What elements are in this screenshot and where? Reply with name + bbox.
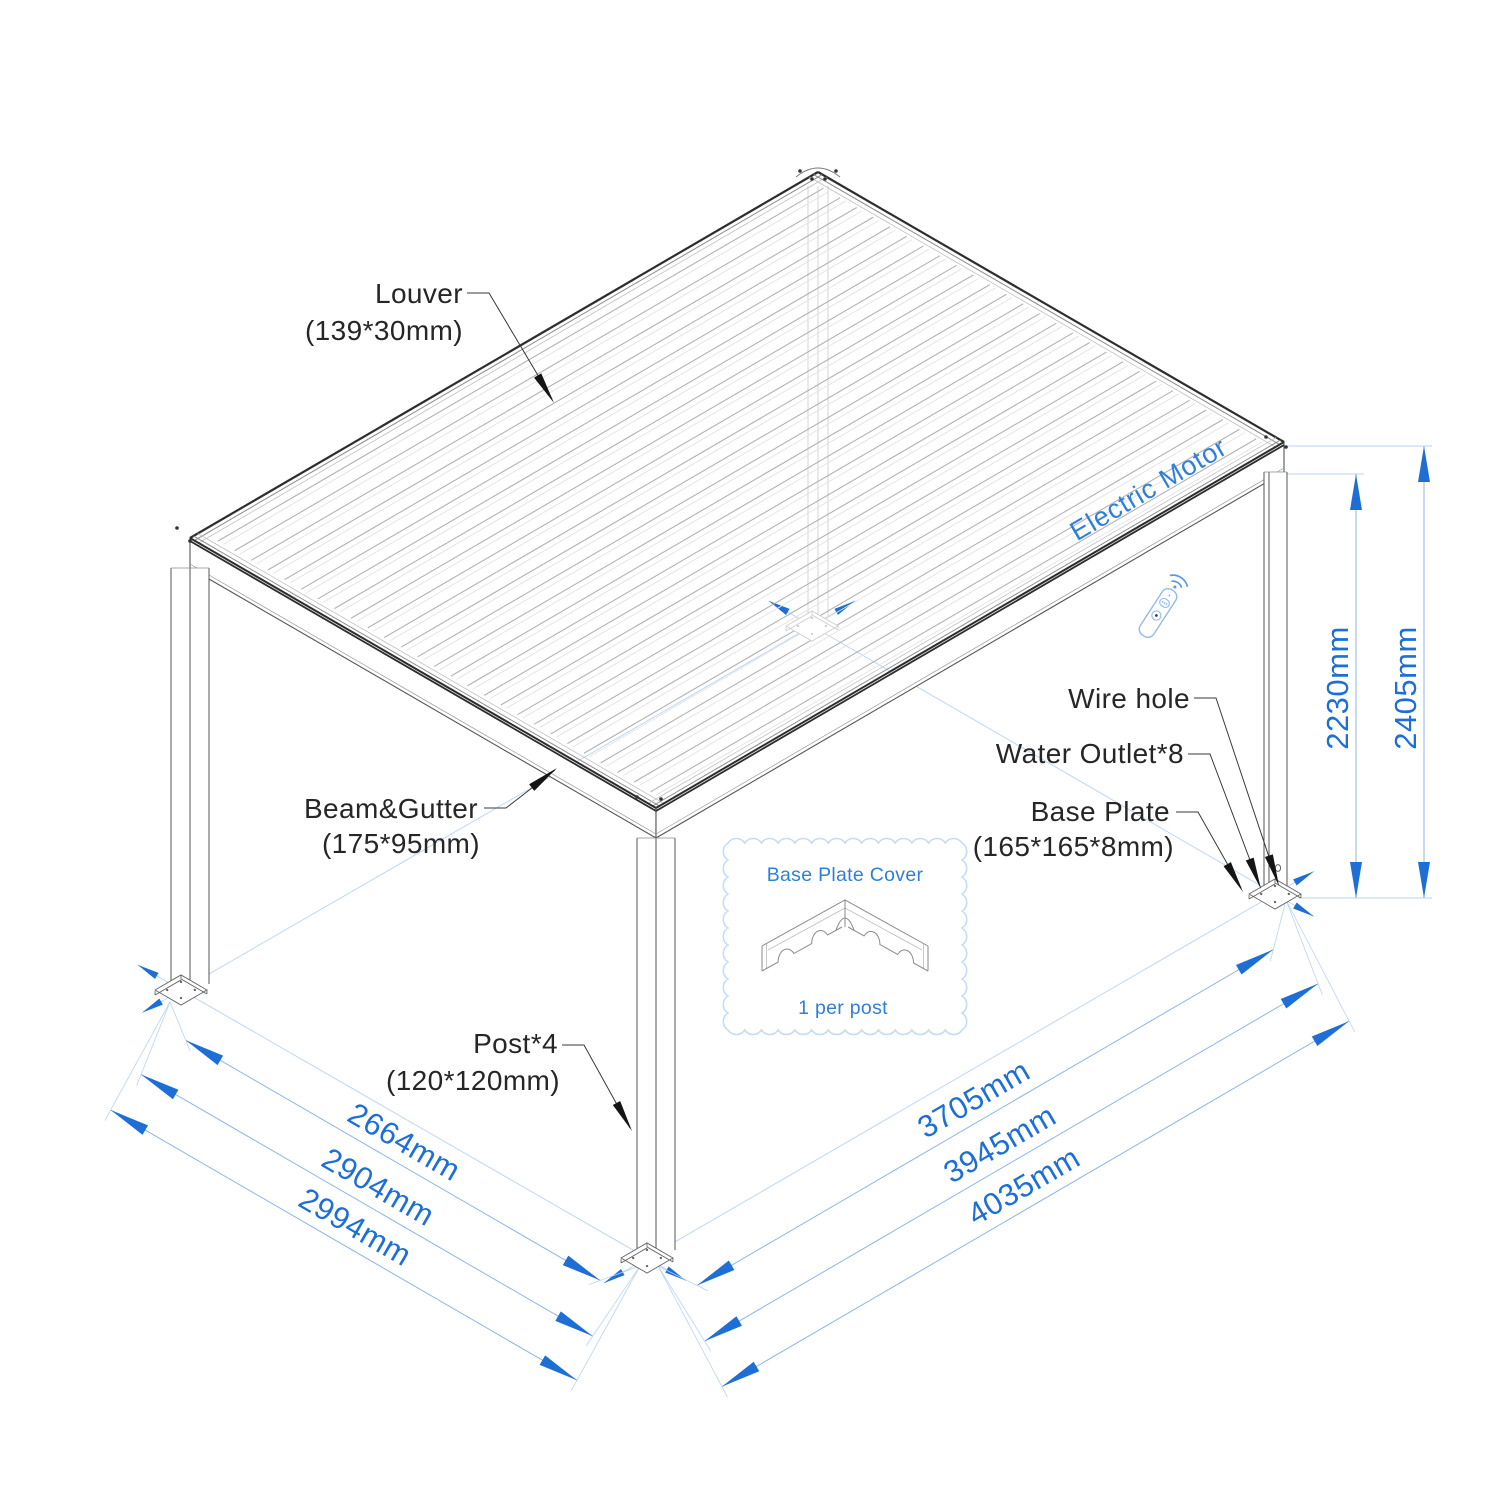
cloud-border bbox=[722, 837, 968, 1036]
base-plate-cover-drawing bbox=[761, 899, 929, 972]
dim-height-inner: 2230mm bbox=[1320, 626, 1355, 750]
base-plate-size-label: (165*165*8mm) bbox=[973, 831, 1174, 862]
post-label: Post*4 bbox=[473, 1028, 558, 1059]
dimension-lines bbox=[104, 445, 1432, 1398]
remote-control-icon bbox=[1138, 574, 1189, 639]
base-plate-cover-callout: Base Plate Cover 1 per post bbox=[722, 837, 968, 1036]
wire-hole-label: Wire hole bbox=[1068, 683, 1190, 714]
post-size-label: (120*120mm) bbox=[386, 1065, 560, 1096]
beam-gutter-size-label: (175*95mm) bbox=[322, 828, 480, 859]
part-labels: Louver (139*30mm) Beam&Gutter (175*95mm)… bbox=[304, 278, 1190, 1096]
water-outlet-label: Water Outlet*8 bbox=[996, 738, 1184, 769]
louver-size-label: (139*30mm) bbox=[305, 315, 463, 346]
footprint-guide-lines bbox=[137, 600, 1315, 1284]
label-leader-lines bbox=[467, 292, 1279, 1131]
dim-height-total: 2405mm bbox=[1388, 626, 1423, 750]
beam-gutter-label: Beam&Gutter bbox=[304, 793, 478, 824]
pergola-structure bbox=[154, 167, 1302, 1274]
wifi-signal-icon bbox=[1169, 574, 1189, 589]
louver-label: Louver bbox=[375, 278, 463, 309]
base-plate-cover-title: Base Plate Cover bbox=[767, 864, 924, 886]
base-plate-cover-caption: 1 per post bbox=[798, 997, 888, 1019]
base-plate-label: Base Plate bbox=[1031, 796, 1170, 827]
